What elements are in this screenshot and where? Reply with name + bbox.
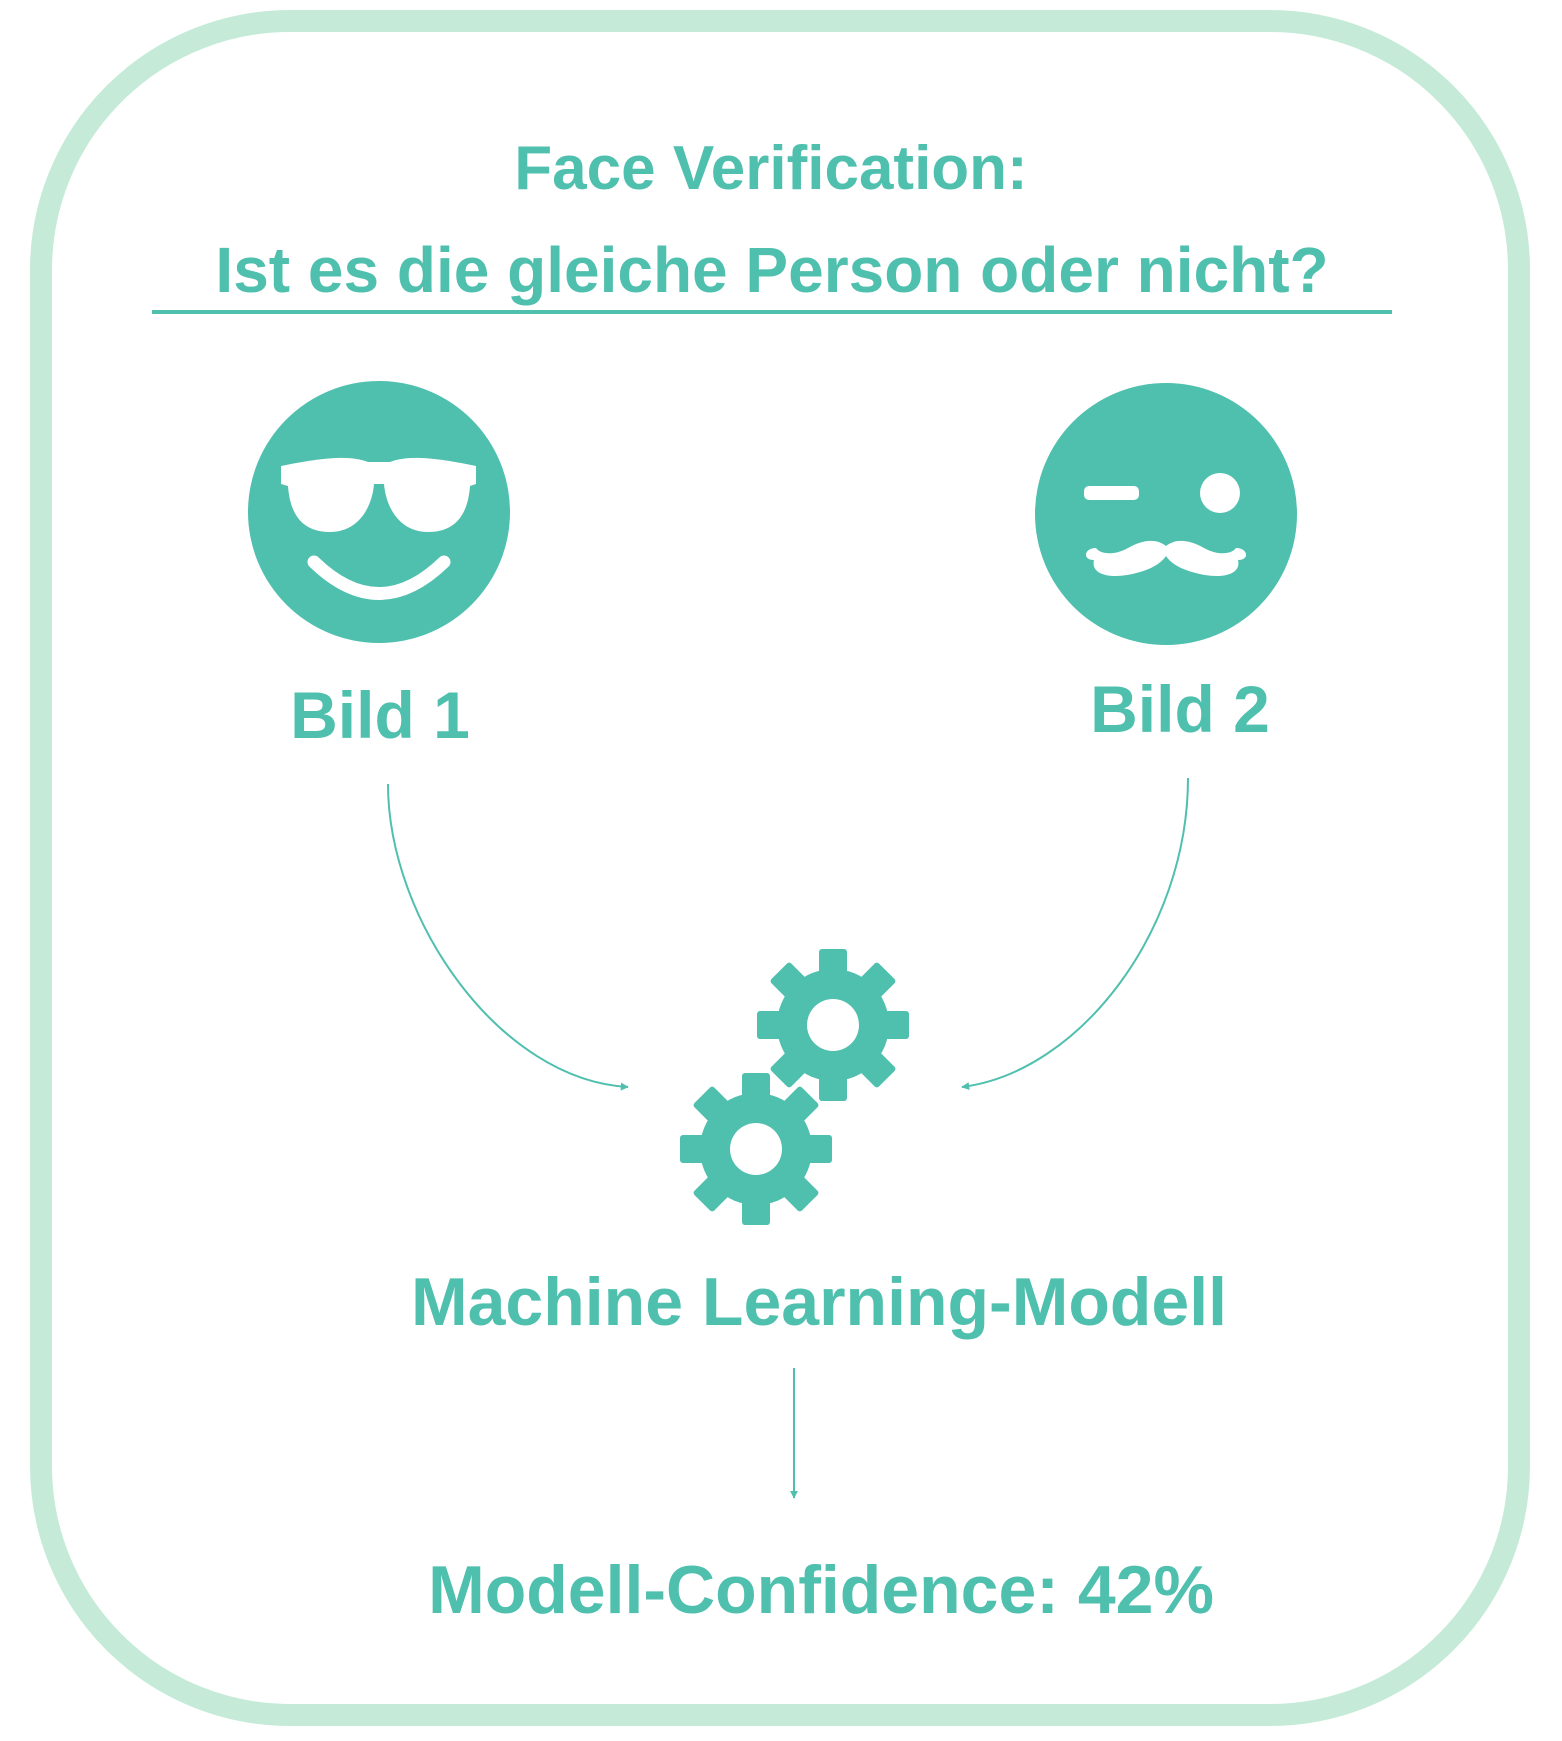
arrow-bild2-to-model — [961, 777, 1189, 1091]
confidence-label: Modell-Confidence: 42% — [428, 1552, 1214, 1628]
bild-2-label: Bild 2 — [1090, 672, 1270, 746]
title-line-1: Face Verification: — [514, 134, 1028, 203]
rounded-frame — [30, 10, 1530, 1726]
sunglasses-face-icon — [248, 381, 510, 643]
monocle-mustache-face-icon — [1035, 383, 1297, 645]
title-line-2: Ist es die gleiche Person oder nicht? — [152, 238, 1392, 314]
gears-icon — [680, 949, 909, 1225]
arrow-bild1-to-model — [387, 783, 629, 1091]
bild-1-label: Bild 1 — [290, 678, 470, 752]
model-label: Machine Learning-Modell — [410, 1264, 1228, 1340]
